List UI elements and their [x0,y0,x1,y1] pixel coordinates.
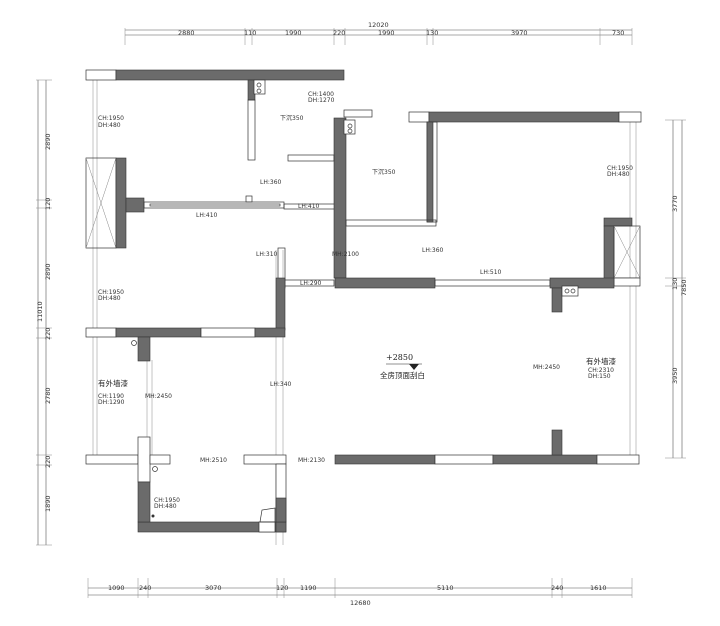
bottom-dim-4: 120 [276,584,288,592]
walls [85,69,642,533]
top-dim-5: 1990 [378,29,395,37]
left-dim-3: 2890 [44,263,52,280]
bottom-dim-2: 240 [139,584,151,592]
right-dim-1: 3770 [671,195,679,212]
label-mh2130: MH:2130 [298,457,325,464]
label-lh310: LH:310 [256,251,278,258]
bottom-total-dim: 12680 [350,599,371,607]
bottom-dim-1: 1090 [108,584,125,592]
bottom-dim-3: 3070 [205,584,222,592]
left-dim-7: 1890 [44,495,52,512]
right-dimension-chain: 3770 130 3950 7850 [665,119,688,459]
level-marker [386,363,422,370]
left-dim-5: 2780 [44,387,52,404]
label-lh340: LH:340 [270,381,292,388]
label-xiachen-a: 下沉350 [280,114,304,122]
label-mh2450-b: MH:2450 [533,364,560,371]
label-ch1950-left2-1: CH:1950 [98,289,124,296]
room-labels: CH:1950 DH:480 CH:1400 DH:1270 下沉350 下沉3… [98,91,633,510]
label-ch1190-1: CH:1190 [98,393,124,400]
label-lh410-b: LH:410 [298,203,320,210]
label-ch1950-bottom-2: DH:480 [154,503,177,510]
label-ch1400-2: DH:1270 [308,97,335,104]
bottom-dimension-chain: 1090 240 3070 120 1190 5110 240 1610 126… [87,578,633,607]
label-ch1950-bottom-1: CH:1950 [154,497,180,504]
label-lh510: LH:510 [480,269,502,276]
left-dim-4: 220 [44,328,52,340]
bottom-dim-5: 1190 [300,584,317,592]
top-total-dim: 12020 [368,21,389,29]
label-ch1950-right-2: DH:480 [607,171,630,178]
bottom-dim-6: 5110 [437,584,454,592]
label-ch1950-a-2: DH:480 [98,122,121,129]
label-lh410-a: LH:410 [196,212,218,219]
left-dim-2: 120 [44,198,52,210]
top-dimension-chain: 12020 2880 110 1990 220 1990 130 3970 73… [124,21,633,45]
label-ch1950-left2-2: DH:480 [98,295,121,302]
label-ch1950-right-1: CH:1950 [607,165,633,172]
left-total-dim: 11010 [36,301,44,322]
right-total-dim: 7850 [680,279,688,296]
top-dim-8: 730 [612,29,624,37]
label-lh360-b: LH:360 [422,247,444,254]
label-exterior-paint-left: 有外墙漆 [98,378,128,388]
left-dimension-chain: 2890 120 2890 220 2780 220 1890 11010 [36,79,52,546]
top-dim-4: 220 [333,29,345,37]
top-dim-1: 2880 [178,29,195,37]
label-xiachen-b: 下沉350 [372,168,396,176]
top-dim-2: 110 [244,29,256,37]
label-ch1400-1: CH:1400 [308,91,334,98]
bottom-dim-8: 1610 [590,584,607,592]
top-dim-3: 1990 [285,29,302,37]
label-mh2100: MH:2100 [332,251,359,258]
bottom-dim-7: 240 [551,584,563,592]
label-exterior-paint-right: 有外墙漆 [586,356,616,366]
label-mh2450-a: MH:2450 [145,393,172,400]
label-ch1950-a-1: CH:1950 [98,115,124,122]
top-dim-6: 130 [426,29,438,37]
left-dim-1: 2890 [44,133,52,150]
left-dim-6: 220 [44,456,52,468]
right-dim-2: 130 [671,278,679,290]
right-dim-3: 3950 [671,367,679,384]
guide-lines [92,80,637,545]
label-ch2310-1: CH:2310 [588,367,614,374]
top-dim-7: 3970 [511,29,528,37]
label-lh360-a: LH:360 [260,179,282,186]
label-ch2310-2: DH:150 [588,373,611,380]
label-lh290: LH:290 [300,280,322,287]
label-level: +2850 [386,353,413,362]
label-mh2510: MH:2510 [200,457,227,464]
label-ch1190-2: DH:1290 [98,399,125,406]
label-ceiling-note: 全房顶面刮白 [380,370,425,380]
